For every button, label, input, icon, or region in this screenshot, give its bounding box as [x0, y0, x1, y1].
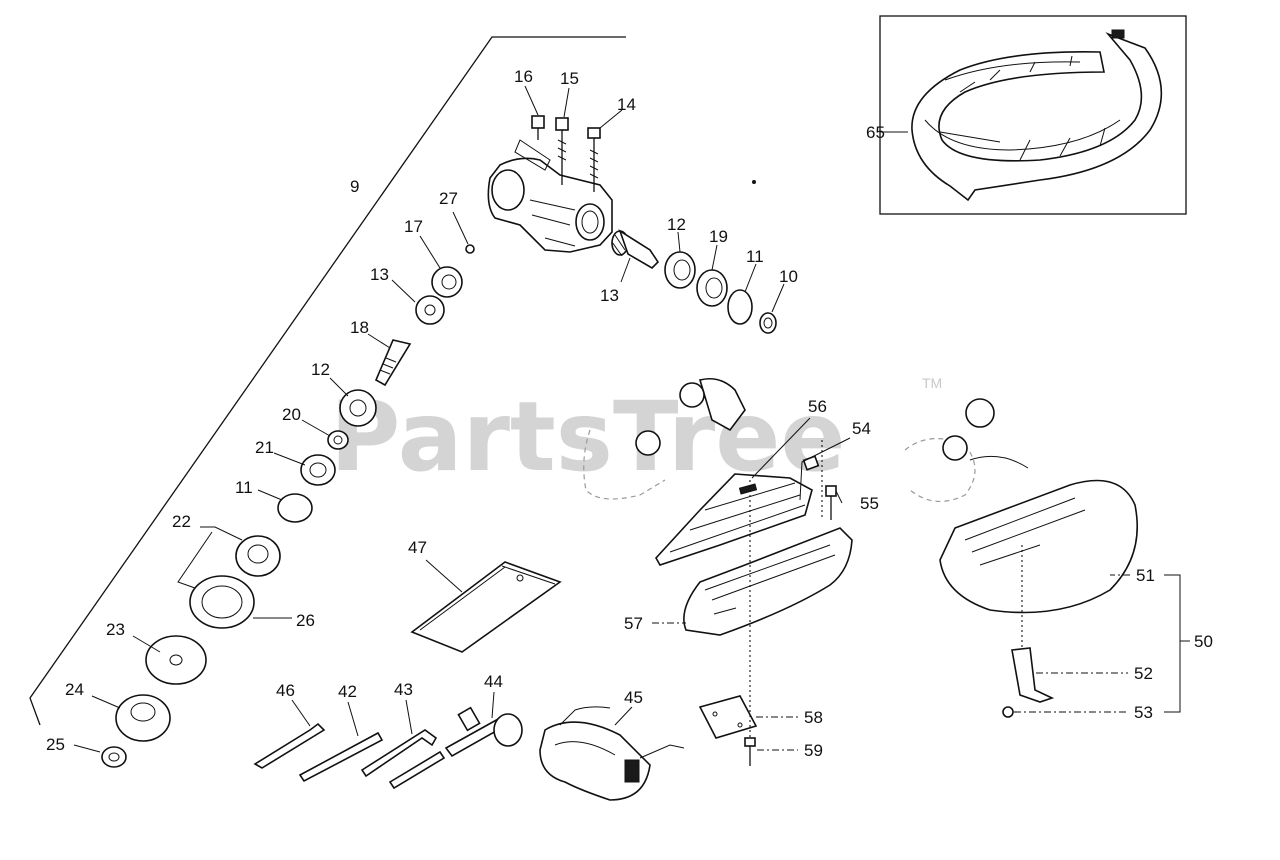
ghost-head-right: [904, 398, 1029, 502]
part-43-wrench: [360, 729, 446, 790]
callout-53: 53: [1134, 703, 1153, 722]
callout-42: 42: [338, 682, 357, 701]
callout-59: 59: [804, 741, 823, 760]
callout-16: 16: [514, 67, 533, 86]
ghost-head-left: [583, 377, 746, 500]
part-55-bolt: [825, 485, 837, 520]
callout-47: 47: [408, 538, 427, 557]
callout-50: 50: [1194, 632, 1213, 651]
callout-11-left: 11: [235, 478, 253, 497]
part-12-bearing-right: [664, 251, 696, 289]
watermark-tm: TM: [922, 375, 942, 391]
callout-25: 25: [46, 735, 65, 754]
callout-12-left: 12: [311, 360, 330, 379]
part-56-guard-plate: [655, 473, 813, 566]
callout-65: 65: [866, 123, 885, 142]
part-46-tool: [253, 722, 326, 769]
part-19-bearing: [696, 269, 728, 307]
part-47-bag: [410, 561, 562, 653]
bracket-9: [29, 36, 626, 726]
part-17-bearing: [431, 266, 463, 298]
part-13-pinion: [611, 229, 660, 270]
callout-15: 15: [560, 69, 579, 88]
callout-51: 51: [1136, 566, 1155, 585]
part-42-rod: [298, 731, 384, 783]
part-16-screw: [531, 115, 545, 140]
part-65-guard-ring: [911, 29, 1163, 202]
part-13-gear-left: [415, 295, 445, 325]
watermark: PartsTree: [330, 381, 845, 493]
callout-13-right: 13: [600, 286, 619, 305]
part-20-spacer: [327, 430, 349, 450]
part-44-socket-wrench: [444, 706, 523, 758]
callout-12-right: 12: [667, 215, 686, 234]
callout-14: 14: [617, 95, 636, 114]
callout-27: 27: [439, 189, 458, 208]
part-52-bracket: [1011, 647, 1055, 703]
part-15-bolt: [555, 117, 569, 185]
part-21-bearing: [300, 454, 336, 486]
callout-26: 26: [296, 611, 315, 630]
part-26-washer: [189, 575, 255, 629]
callout-20: 20: [282, 405, 301, 424]
part-11-snap-ring-left: [277, 493, 313, 523]
callout-17: 17: [404, 217, 423, 236]
callout-21: 21: [255, 438, 274, 457]
callout-44: 44: [484, 672, 503, 691]
callout-11-right: 11: [746, 247, 764, 266]
part-27-ball: [465, 244, 475, 254]
callout-58: 58: [804, 708, 823, 727]
callout-9: 9: [350, 177, 359, 196]
callout-labels: 9 16 15 14 27 17 13 18 12 20 21 11 22 26…: [46, 67, 1213, 760]
part-51-guard: [939, 479, 1138, 614]
leader-lines: [73, 85, 1190, 753]
part-53-screw: [1002, 706, 1014, 718]
callout-19: 19: [709, 227, 728, 246]
callout-55: 55: [860, 494, 879, 513]
callout-18: 18: [350, 318, 369, 337]
callout-22: 22: [172, 512, 191, 531]
part-25-nut: [101, 746, 127, 768]
callout-43: 43: [394, 680, 413, 699]
part-58-plate: [698, 695, 758, 739]
callout-56: 56: [808, 397, 827, 416]
callout-57: 57: [624, 614, 643, 633]
gear-head-housing: [487, 139, 613, 253]
callout-24: 24: [65, 680, 84, 699]
callout-46: 46: [276, 681, 295, 700]
part-57-guard: [683, 527, 853, 636]
callout-13-left: 13: [370, 265, 389, 284]
part-45-goggles: [539, 706, 685, 801]
part-10-seal: [759, 312, 777, 334]
part-24-cover: [115, 694, 171, 742]
part-59-screw: [744, 737, 756, 766]
part-14-bolt: [587, 127, 601, 192]
kit-box-65: [879, 15, 1187, 215]
part-23-plate: [145, 635, 207, 685]
callout-54: 54: [852, 419, 871, 438]
part-18-shaft: [374, 339, 412, 387]
part-12-bearing-left: [339, 389, 377, 427]
callout-45: 45: [624, 688, 643, 707]
part-11-snap-ring-right: [727, 289, 753, 325]
callout-10: 10: [779, 267, 798, 286]
callout-23: 23: [106, 620, 125, 639]
callout-52: 52: [1134, 664, 1153, 683]
part-22-holder: [235, 535, 281, 577]
